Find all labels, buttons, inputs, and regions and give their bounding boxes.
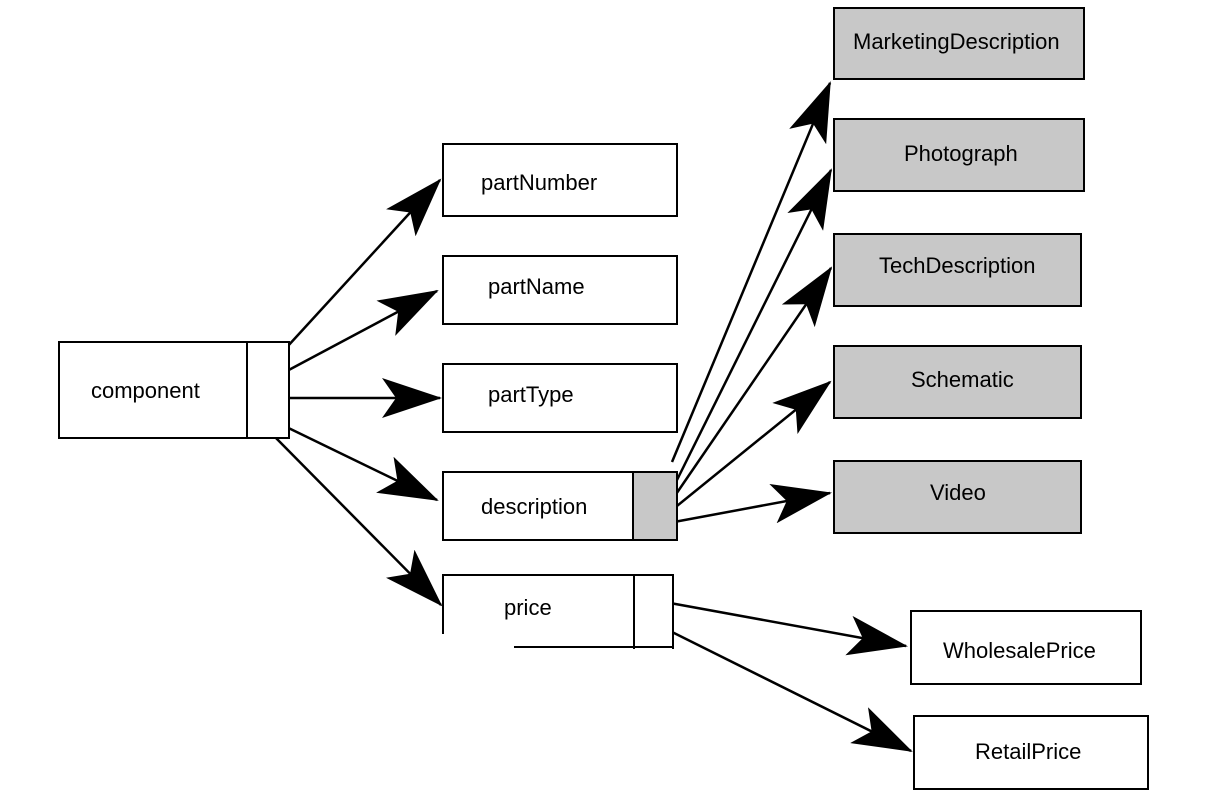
node-video-label: Video: [930, 480, 986, 505]
node-price-left-edge: [442, 574, 444, 634]
node-parttype: [442, 363, 678, 433]
arrow-description-tech: [670, 266, 833, 501]
node-wholesaleprice-label: WholesalePrice: [943, 638, 1096, 663]
node-component: [58, 341, 290, 439]
node-price-label: price: [504, 595, 552, 620]
arrow-description-video: [673, 483, 832, 524]
node-photograph: [833, 118, 1085, 192]
node-schematic-label: Schematic: [911, 367, 1014, 392]
node-component-label: component: [91, 378, 200, 403]
node-price-bottom-edge: [514, 646, 674, 648]
node-price-slot: [633, 576, 672, 649]
node-video: [833, 460, 1082, 534]
arrow-component-description: [271, 418, 439, 502]
arrow-price-retail: [669, 629, 913, 753]
node-photograph-label: Photograph: [904, 141, 1018, 166]
arrow-description-photograph: [670, 168, 833, 491]
arrow-description-schematic: [671, 380, 832, 511]
node-description: [442, 471, 678, 541]
node-marketingdescription: [833, 7, 1085, 80]
node-description-slot: [632, 473, 676, 539]
node-techdescription-label: TechDescription: [879, 253, 1036, 278]
node-partname-label: partName: [488, 274, 585, 299]
node-partnumber: [442, 143, 678, 217]
arrow-component-partname: [269, 289, 439, 382]
node-partname: [442, 255, 678, 325]
node-component-slot: [246, 343, 290, 437]
node-price: [442, 574, 674, 649]
node-parttype-label: partType: [488, 382, 574, 407]
arrow-description-marketing: [670, 81, 832, 463]
node-wholesaleprice: [910, 610, 1142, 685]
node-marketingdescription-label: MarketingDescription: [853, 29, 1060, 54]
arrow-price-wholesale: [669, 601, 908, 656]
node-techdescription: [833, 233, 1082, 307]
node-retailprice-label: RetailPrice: [975, 739, 1082, 764]
node-schematic: [833, 345, 1082, 419]
arrow-component-partnumber: [286, 178, 442, 348]
arrow-component-price: [273, 435, 443, 607]
node-partnumber-label: partNumber: [481, 170, 598, 195]
node-description-label: description: [481, 494, 588, 519]
node-retailprice: [913, 715, 1149, 790]
